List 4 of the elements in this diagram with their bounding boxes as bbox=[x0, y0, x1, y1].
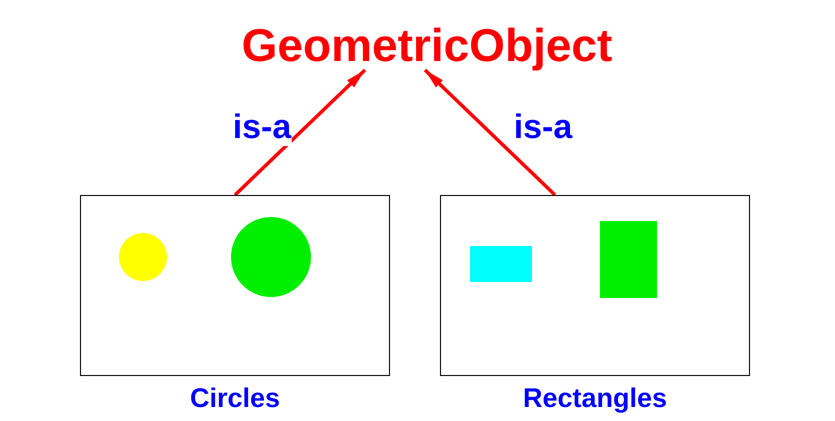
arrow bbox=[234, 68, 366, 196]
panel-caption: Circles bbox=[190, 382, 280, 414]
panel-caption: Rectangles bbox=[522, 382, 668, 414]
class-name: GeometricObject bbox=[242, 20, 612, 70]
